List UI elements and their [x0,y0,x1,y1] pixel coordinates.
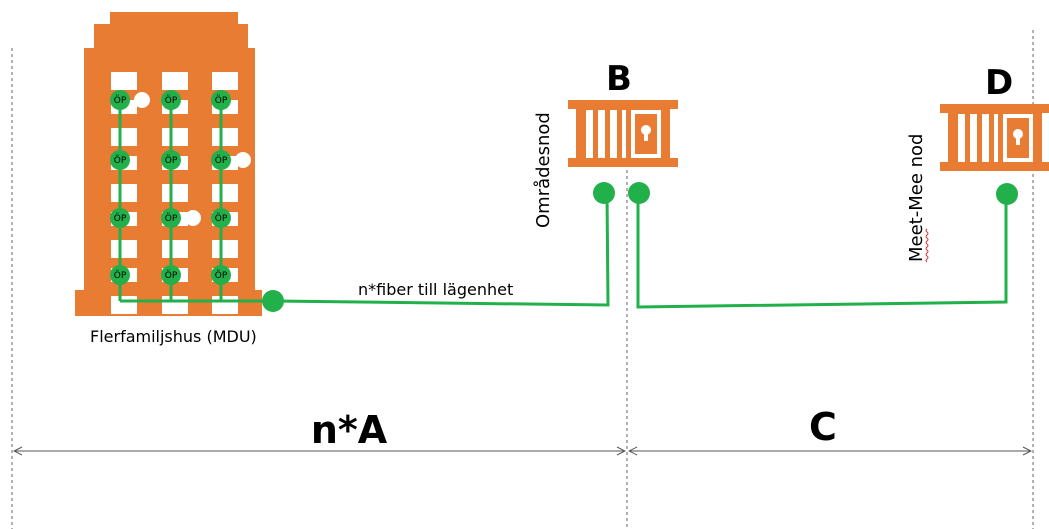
op-outlet-label: ÖP [215,95,228,106]
op-outlet-label: ÖP [114,95,127,106]
unconnected-port [235,152,251,168]
building-window [212,296,238,314]
building-window [162,184,188,202]
op-outlet: ÖP [161,90,181,110]
building-window [212,184,238,202]
building-window [162,324,188,338]
op-outlet-label: ÖP [114,213,127,224]
building-window [212,128,238,146]
op-outlet: ÖP [110,265,130,285]
building-window [212,240,238,258]
segment-a-label: n*A [311,408,388,452]
op-outlet: ÖP [211,90,231,110]
building-window [162,128,188,146]
op-outlet-label: ÖP [215,213,228,224]
node-d-name: Meet-Mee nod [906,134,927,262]
op-outlet: ÖP [211,150,231,170]
fiber-line-building-to-node-b [272,191,610,307]
op-outlet: ÖP [110,90,130,110]
node-b-port [593,182,615,204]
building-window [162,296,188,314]
op-outlet: ÖP [211,208,231,228]
node-d-letter: D [985,63,1013,103]
area-node-cabinet-icon [568,100,678,167]
op-outlet: ÖP [110,208,130,228]
op-outlet-label: ÖP [215,270,228,281]
meet-me-node-cabinet-icon [940,104,1049,171]
op-outlet: ÖP [110,150,130,170]
building-window [162,72,188,90]
building-window [111,296,137,314]
op-outlet: ÖP [161,150,181,170]
unconnected-port [185,210,201,226]
building-icon: ÖP ÖP ÖP ÖP ÖP ÖP ÖP ÖP ÖP ÖP ÖP ÖP [75,12,273,338]
op-outlet-label: ÖP [165,213,178,224]
building-window [212,72,238,90]
fiber-label: n*fiber till lägenhet [358,280,513,299]
fiber-line-node-b-to-node-d [636,193,1008,309]
op-outlet-label: ÖP [165,95,178,106]
building-window [111,128,137,146]
op-outlet: ÖP [161,208,181,228]
op-outlet-label: ÖP [215,155,228,166]
building-window [111,324,137,338]
node-b-name: Områdesnod [533,112,554,228]
segment-c-label: C [809,405,837,449]
op-outlet-label: ÖP [114,270,127,281]
building-window [111,72,137,90]
op-outlet-label: ÖP [165,270,178,281]
op-outlet: ÖP [161,265,181,285]
building-window [162,240,188,258]
op-outlet-label: ÖP [165,155,178,166]
building-window [111,240,137,258]
op-outlet-label: ÖP [114,155,127,166]
building-outlets: ÖP ÖP ÖP ÖP ÖP ÖP ÖP ÖP ÖP ÖP ÖP ÖP [110,90,251,285]
node-d-port [996,183,1018,205]
building-label: Flerfamiljshus (MDU) [90,327,257,346]
node-b-letter: B [606,59,632,99]
unconnected-port [134,92,150,108]
spellcheck-underline [925,228,929,263]
building-window [212,324,238,338]
op-outlet: ÖP [211,265,231,285]
building-window [111,184,137,202]
building-fiber-endpoint [262,290,284,312]
